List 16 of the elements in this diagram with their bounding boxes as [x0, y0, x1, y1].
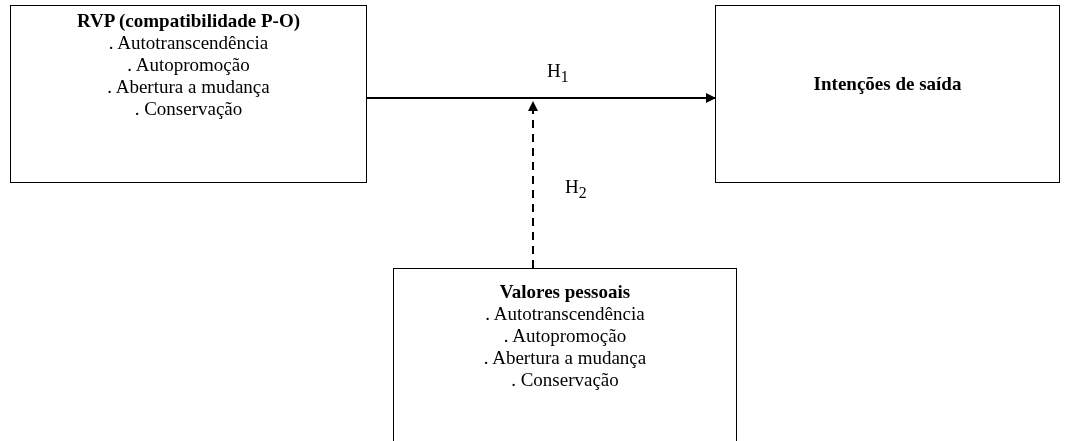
list-item: . Autotranscendência [485, 303, 645, 325]
list-item: . Conservação [134, 98, 243, 120]
list-item: . Abertura a mudança [107, 76, 270, 98]
arrow [528, 101, 538, 269]
list-item: . Autopromoção [503, 325, 627, 347]
arrow [366, 93, 716, 103]
list-item: . Autotranscendência [108, 32, 269, 54]
list-item: . Autopromoção [127, 54, 250, 76]
list-item: . Abertura a mudança [483, 347, 647, 369]
box-heading: RVP (compatibilidade P-O) [76, 10, 301, 32]
box-heading: Intenções de saída [813, 73, 962, 95]
concept-box [715, 5, 1060, 183]
concept-box [10, 5, 367, 183]
concept-box [393, 268, 737, 441]
box-heading: Valores pessoais [499, 281, 631, 303]
list-item: . Conservação [511, 369, 619, 391]
